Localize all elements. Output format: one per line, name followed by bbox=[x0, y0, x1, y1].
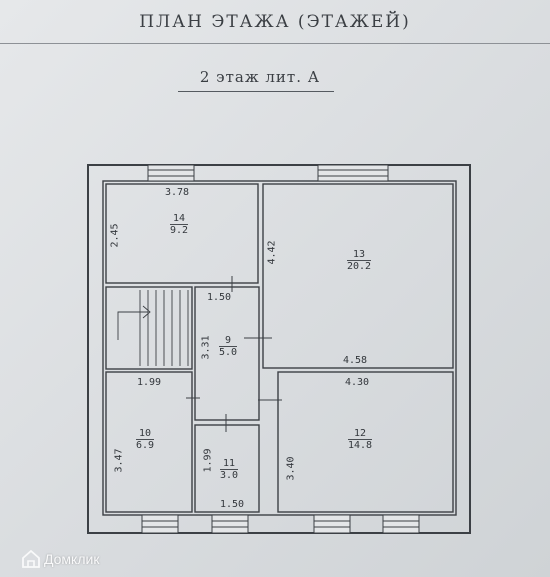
dim-3-78: 3.78 bbox=[165, 187, 190, 198]
room-area: 20.2 bbox=[347, 261, 372, 272]
window-top-left bbox=[147, 164, 195, 182]
room-number: 12 bbox=[348, 428, 373, 440]
room-11-label: 11 3.0 bbox=[220, 458, 239, 481]
room-number: 10 bbox=[136, 428, 155, 440]
window-bottom-3 bbox=[313, 514, 351, 534]
plan-title: ПЛАН ЭТАЖА (ЭТАЖЕЙ) bbox=[139, 12, 411, 32]
dim-1-50-top: 1.50 bbox=[207, 292, 232, 303]
outer-wall-outer bbox=[87, 164, 471, 534]
room-area: 14.8 bbox=[348, 440, 373, 451]
room-area: 9.2 bbox=[170, 225, 189, 236]
dim-3-40: 3.40 bbox=[285, 456, 297, 481]
staircase bbox=[117, 290, 189, 366]
door-marks bbox=[186, 276, 282, 432]
room-9-label: 9 5.0 bbox=[219, 335, 238, 358]
dim-4-30: 4.30 bbox=[345, 377, 370, 388]
room-number: 13 bbox=[347, 249, 372, 261]
dim-1-99-side: 1.99 bbox=[202, 448, 214, 473]
dim-3-31: 3.31 bbox=[200, 335, 212, 360]
dim-4-42: 4.42 bbox=[266, 240, 278, 265]
room-10-label: 10 6.9 bbox=[136, 428, 155, 451]
room-area: 6.9 bbox=[136, 440, 155, 451]
window-bottom-4 bbox=[382, 514, 420, 534]
window-top-right bbox=[317, 164, 389, 182]
domclick-watermark: Домклик bbox=[22, 550, 99, 568]
title-divider bbox=[0, 43, 550, 44]
dim-3-47: 3.47 bbox=[113, 448, 125, 473]
room-number: 9 bbox=[219, 335, 238, 347]
subtitle-underline bbox=[178, 91, 334, 92]
room-number: 11 bbox=[220, 458, 239, 470]
room-13-label: 13 20.2 bbox=[347, 249, 372, 272]
room-14-label: 14 9.2 bbox=[170, 213, 189, 236]
outer-wall-inner bbox=[102, 180, 457, 516]
house-logo-icon bbox=[22, 550, 40, 568]
dim-1-99-top: 1.99 bbox=[137, 377, 162, 388]
room-12-label: 12 14.8 bbox=[348, 428, 373, 451]
watermark-brand: Домклик bbox=[44, 551, 100, 567]
room-area: 3.0 bbox=[220, 470, 239, 481]
room-area: 5.0 bbox=[219, 347, 238, 358]
window-bottom-1 bbox=[141, 514, 179, 534]
room-number: 14 bbox=[170, 213, 189, 225]
dim-4-58: 4.58 bbox=[343, 355, 368, 366]
window-bottom-2 bbox=[211, 514, 249, 534]
dim-1-50-bottom: 1.50 bbox=[220, 499, 245, 510]
floor-subtitle: 2 этаж лит. А bbox=[199, 68, 321, 86]
interior-walls bbox=[105, 183, 454, 513]
dim-2-45: 2.45 bbox=[109, 223, 121, 248]
